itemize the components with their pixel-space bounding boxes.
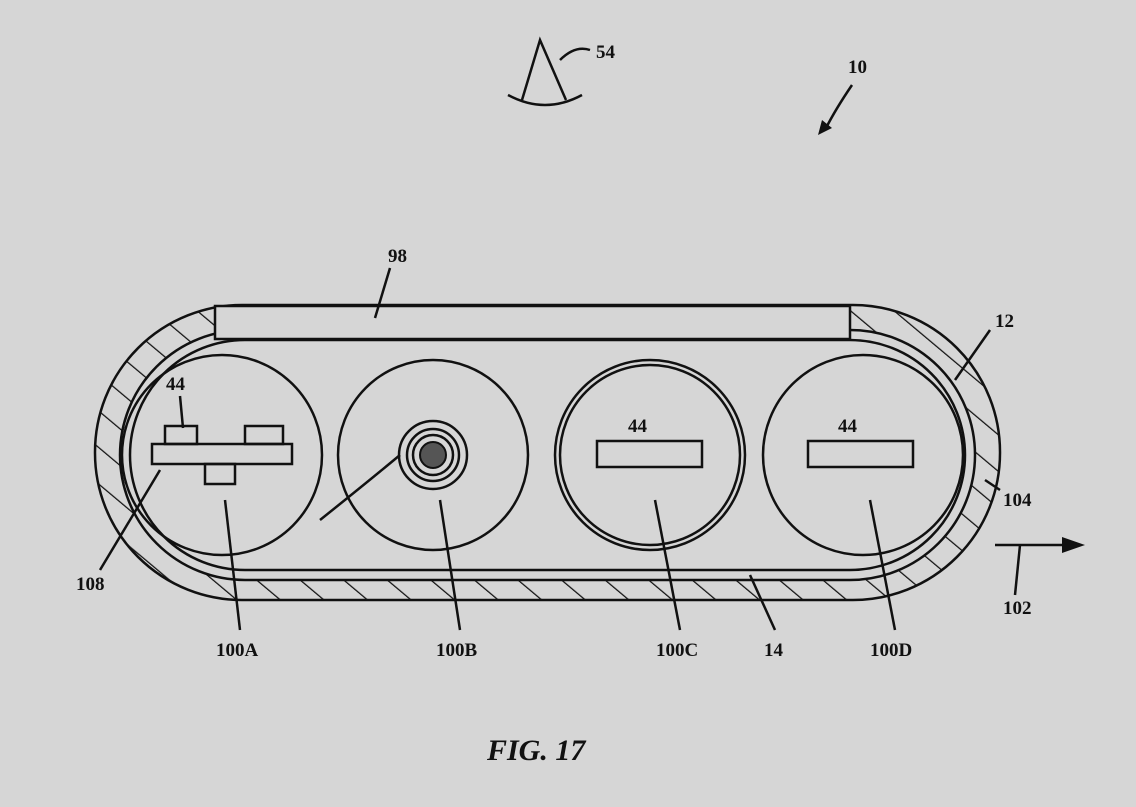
window-98 <box>213 304 852 341</box>
roll-100c <box>553 358 747 552</box>
label-100b: 100B <box>436 640 478 661</box>
label-100c: 100C <box>656 640 698 661</box>
reference-arrow-10 <box>818 84 854 135</box>
label-44-a: 44 <box>166 374 186 395</box>
label-12: 12 <box>995 311 1014 332</box>
label-44-c: 44 <box>628 416 648 437</box>
roll-100a <box>120 353 324 557</box>
roll-100d <box>761 353 965 557</box>
label-100d: 100D <box>870 640 912 661</box>
label-54: 54 <box>596 42 616 63</box>
label-14: 14 <box>764 640 784 661</box>
direction-arrow-102 <box>995 537 1085 596</box>
label-108: 108 <box>76 574 105 595</box>
label-100a: 100A <box>216 640 259 661</box>
label-10: 10 <box>848 57 867 78</box>
label-98: 98 <box>388 246 407 267</box>
figure-caption: FIG. 17 <box>486 734 586 767</box>
label-102: 102 <box>1003 598 1032 619</box>
roll-100b <box>319 358 530 552</box>
viewer-eye-icon <box>507 36 591 107</box>
label-44-d: 44 <box>838 416 858 437</box>
label-104: 104 <box>1003 490 1032 511</box>
